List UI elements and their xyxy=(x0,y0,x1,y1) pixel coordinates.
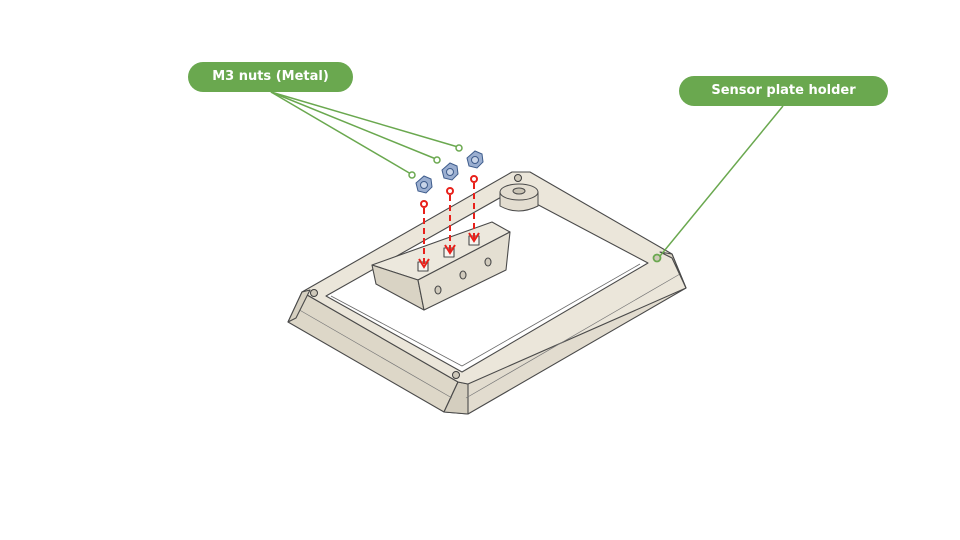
frame-screw-holes xyxy=(310,174,662,379)
sensor-plate-holder xyxy=(287,171,687,415)
leader-nut-3 xyxy=(270,91,459,148)
block-hole-3 xyxy=(484,257,492,267)
nut-1 xyxy=(415,175,433,194)
screw-hole-right xyxy=(652,253,662,263)
label-m3-nuts: M3 nuts (Metal) xyxy=(188,62,353,92)
leader-lines xyxy=(270,91,784,257)
insert-arrow-1 xyxy=(418,200,430,269)
m3-nuts xyxy=(415,150,484,194)
block-hole-1 xyxy=(434,285,442,295)
leader-nut-1 xyxy=(270,91,412,175)
frame-right-corner xyxy=(659,251,687,289)
label-sensor-plate-holder: Sensor plate holder xyxy=(679,76,888,106)
nut-3 xyxy=(466,150,484,169)
standoff-post xyxy=(499,183,539,212)
leader-holder xyxy=(659,105,784,257)
screw-hole-left xyxy=(310,289,318,297)
nut-holder-block xyxy=(371,221,511,311)
screw-hole-front xyxy=(452,371,460,379)
insertion-arrows xyxy=(418,175,480,269)
nut-2 xyxy=(441,162,459,181)
frame-left-corner xyxy=(287,289,311,323)
leader-nut-2 xyxy=(270,91,437,160)
frame-front-left-side xyxy=(287,291,459,413)
block-hole-2 xyxy=(459,270,467,280)
frame-inner-lip xyxy=(330,263,641,367)
insert-arrow-3 xyxy=(468,175,480,243)
insert-arrow-2 xyxy=(444,187,456,255)
screw-hole-back xyxy=(514,174,522,182)
